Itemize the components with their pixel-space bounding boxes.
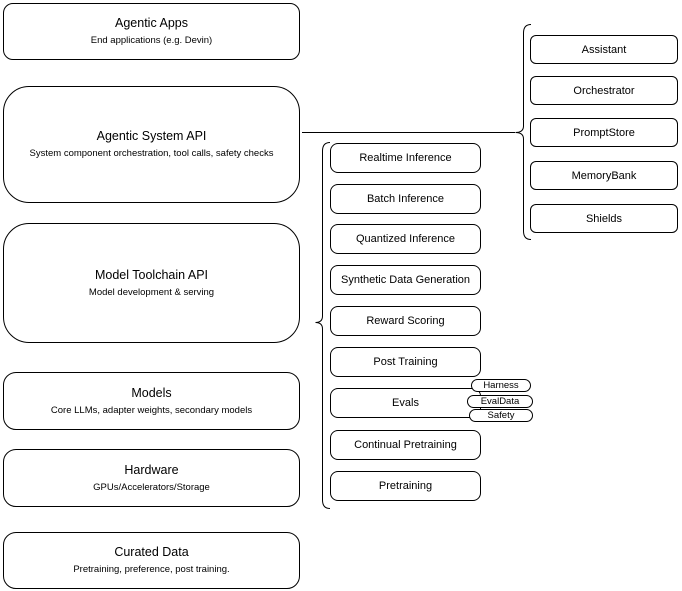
node-reward-scoring: Reward Scoring [330,306,481,336]
node-title: Agentic Apps [115,16,188,30]
node-hardware: Hardware GPUs/Accelerators/Storage [3,449,300,507]
node-promptstore: PromptStore [530,118,678,147]
node-pretraining: Pretraining [330,471,481,501]
node-orchestrator: Orchestrator [530,76,678,105]
node-model-toolchain-api: Model Toolchain API Model development & … [3,223,300,343]
node-subtitle: Core LLMs, adapter weights, secondary mo… [50,404,253,416]
tag-evaldata: EvalData [467,395,533,408]
node-continual-pretraining: Continual Pretraining [330,430,481,460]
node-assistant: Assistant [530,35,678,64]
node-memorybank: MemoryBank [530,161,678,190]
node-subtitle: Pretraining, preference, post training. [73,564,230,575]
node-title: Model Toolchain API [94,267,209,282]
node-title: Curated Data [114,545,189,559]
brace-system-components [515,24,532,240]
node-shields: Shields [530,204,678,233]
node-synthetic-data-generation: Synthetic Data Generation [330,265,481,295]
node-quantized-inference: Quantized Inference [330,224,481,254]
node-evals: Evals [330,388,481,418]
node-subtitle: Model development & serving [88,286,215,298]
node-curated-data: Curated Data Pretraining, preference, po… [3,532,300,589]
node-subtitle: End applications (e.g. Devin) [90,35,213,46]
node-realtime-inference: Realtime Inference [330,143,481,173]
node-title: Models [131,385,172,400]
node-title: Agentic System API [96,129,207,143]
node-subtitle: System component orchestration, tool cal… [29,148,274,159]
node-post-training: Post Training [330,347,481,377]
node-subtitle: GPUs/Accelerators/Storage [93,481,210,493]
node-batch-inference: Batch Inference [330,184,481,214]
node-models: Models Core LLMs, adapter weights, secon… [3,372,300,430]
tag-harness: Harness [471,379,531,392]
brace-toolchain-components [315,142,331,509]
node-agentic-system-api: Agentic System API System component orch… [3,86,300,203]
node-title: Hardware [124,462,179,477]
tag-safety: Safety [469,409,533,422]
node-agentic-apps: Agentic Apps End applications (e.g. Devi… [3,3,300,60]
